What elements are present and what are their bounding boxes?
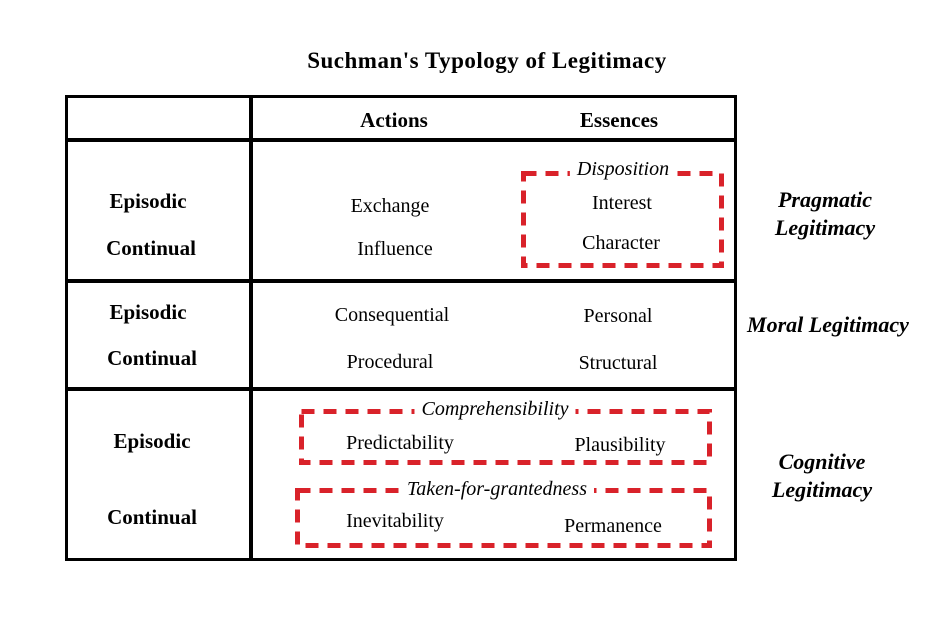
highlight-label-taken-for-grantedness: Taken-for-grantedness [400, 478, 594, 501]
row3-essence-continual: Permanence [564, 515, 662, 537]
row3-essence-episodic: Plausibility [574, 434, 666, 456]
row1-label-continual: Continual [106, 236, 196, 260]
row3-action-continual: Inevitability [346, 510, 444, 532]
row2-essence-continual: Structural [578, 352, 658, 374]
row2-label-continual: Continual [107, 346, 197, 370]
row3-label-continual: Continual [107, 505, 197, 529]
category-pragmatic-legitimacy: Pragmatic Legitimacy [774, 187, 876, 240]
figure-title: Suchman's Typology of Legitimacy [307, 48, 667, 73]
column-header-essences: Essences [579, 108, 659, 132]
category-cognitive-legitimacy: Cognitive Legitimacy [771, 449, 873, 502]
row1-label-episodic: Episodic [109, 189, 187, 213]
header-divider-line [65, 138, 737, 142]
row1-action-episodic: Exchange [350, 195, 430, 217]
row2-action-continual: Procedural [346, 351, 434, 373]
row2-action-episodic: Consequential [334, 304, 450, 326]
row-divider-line-1 [65, 279, 737, 283]
category-moral-legitimacy: Moral Legitimacy [747, 312, 909, 337]
row-divider-line-2 [65, 387, 737, 391]
highlight-label-comprehensibility: Comprehensibility [414, 398, 576, 421]
row3-action-episodic: Predictability [346, 432, 454, 454]
row2-essence-episodic: Personal [583, 305, 653, 327]
row2-label-episodic: Episodic [109, 300, 187, 324]
highlight-label-disposition: Disposition [569, 158, 677, 181]
row3-label-episodic: Episodic [113, 429, 191, 453]
row1-essence-episodic: Interest [592, 192, 652, 214]
row1-action-continual: Influence [357, 238, 433, 260]
row1-essence-continual: Character [582, 232, 660, 254]
column-header-actions: Actions [360, 108, 428, 132]
typology-table-frame [65, 95, 737, 561]
column-divider-line [249, 95, 253, 561]
